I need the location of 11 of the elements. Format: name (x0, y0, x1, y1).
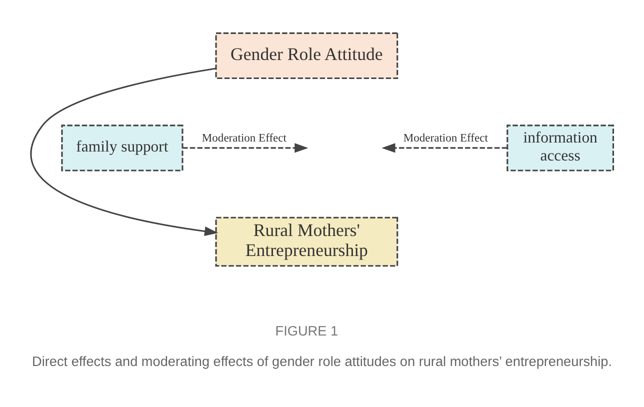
node-box: family support (61, 124, 184, 172)
edge-label: Moderation Effect (202, 132, 286, 144)
node-box: Gender Role Attitude (215, 32, 398, 80)
arrow (30, 68, 218, 236)
node-box: Rural Mothers' Entrepreneurship (215, 216, 398, 267)
arrow (182, 143, 308, 153)
caption: Direct effects and moderating effects of gender role attitudes on rural mothers’ entrepreneurship. (32, 354, 612, 369)
label: FIGURE 1 (275, 323, 338, 338)
arrow (382, 143, 507, 153)
edge-label: Moderation Effect (403, 132, 488, 144)
node-box: information access (506, 124, 614, 172)
